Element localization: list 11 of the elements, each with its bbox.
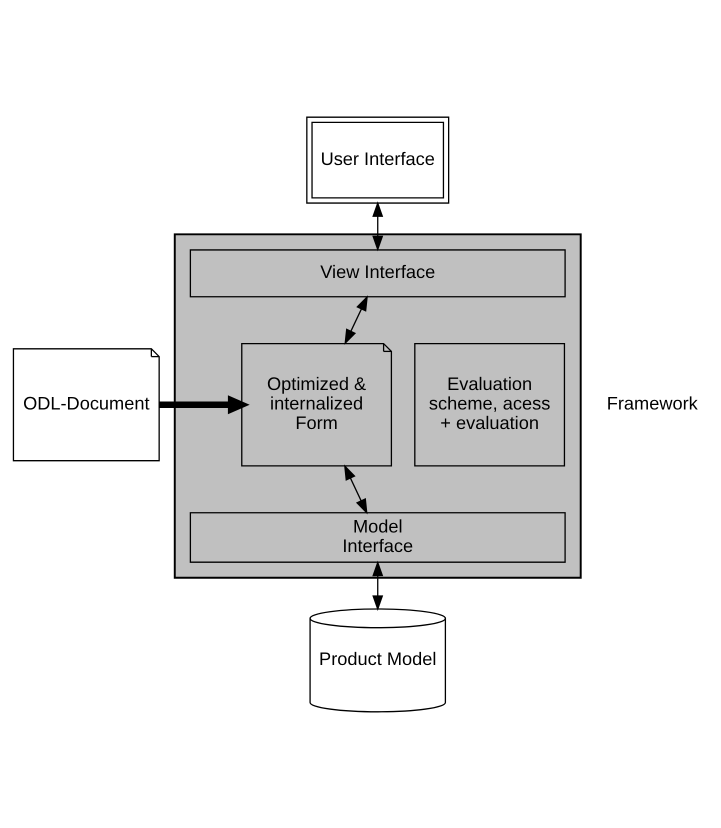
node-box: Evaluation scheme, acess + evaluation	[414, 342, 566, 466]
cluster	[174, 232, 582, 578]
arrow	[344, 294, 368, 344]
node-box: User Interface	[306, 116, 450, 204]
arrow	[372, 200, 384, 251]
node-label: Framework	[606, 393, 698, 414]
arrow	[159, 394, 250, 414]
node-box: Model Interface	[190, 512, 566, 562]
node-box: View Interface	[190, 248, 566, 297]
arrow	[344, 464, 368, 514]
arrow	[372, 560, 384, 610]
